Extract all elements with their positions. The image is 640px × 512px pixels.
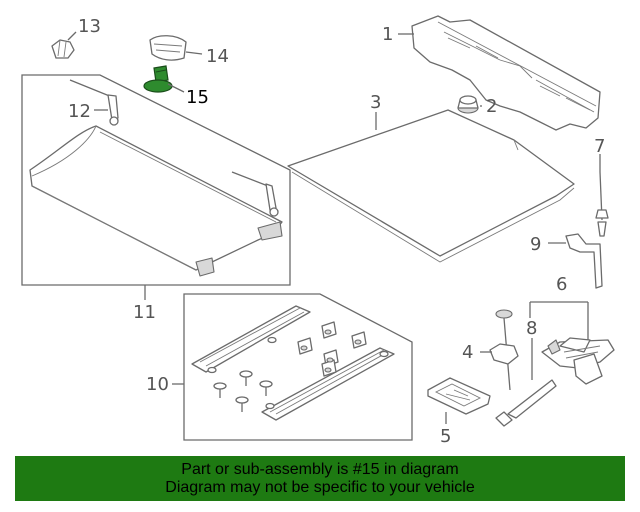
leader-14 — [185, 51, 203, 55]
leader-6 — [529, 301, 589, 340]
part-10-push-pins — [213, 370, 273, 412]
callout-1: 1 — [382, 24, 393, 45]
callout-14: 14 — [206, 46, 229, 67]
part-12-rod — [69, 79, 119, 126]
part-1-trim-panel — [411, 15, 601, 131]
callout-12: 12 — [68, 101, 91, 122]
banner-line-1: Part or sub-assembly is #15 in diagram — [181, 461, 459, 478]
frame-10 — [183, 293, 413, 441]
banner-line-2: Diagram may not be specific to your vehi… — [165, 479, 475, 496]
part-2-bumper — [457, 95, 479, 114]
part-8-handle — [495, 379, 557, 427]
callout-6: 6 — [556, 274, 567, 295]
callout-2: 2 — [486, 96, 497, 117]
callout-5: 5 — [440, 426, 451, 447]
part-11-cargo-cover — [29, 125, 283, 277]
part-13-plug — [51, 39, 75, 59]
callout-3: 3 — [370, 92, 381, 113]
part-5-tool-tray — [427, 377, 491, 415]
callout-9: 9 — [530, 234, 541, 255]
part-4-holder — [489, 309, 519, 391]
info-banner: Part or sub-assembly is #15 in diagram D… — [15, 456, 625, 501]
part-14-cover — [149, 35, 187, 61]
exploded-view: 13 14 15 11 12 — [21, 15, 615, 447]
part-3-floor-panel — [287, 109, 575, 263]
callout-4: 4 — [462, 342, 473, 363]
part-7-bolt — [595, 171, 609, 237]
callout-13: 13 — [78, 16, 101, 37]
part-9-bracket — [565, 233, 603, 289]
part-10-clips — [297, 321, 367, 377]
part-6-jack — [541, 337, 615, 385]
callout-15: 15 — [186, 87, 209, 108]
callout-7: 7 — [594, 136, 605, 157]
frame-11 — [21, 74, 291, 286]
part-10-rails — [191, 305, 395, 421]
callout-11: 11 — [133, 302, 156, 323]
leader-13 — [67, 31, 77, 41]
part-15-fastener — [143, 65, 173, 93]
callout-10: 10 — [146, 374, 169, 395]
leader-15 — [167, 83, 185, 93]
callout-8: 8 — [526, 318, 537, 339]
